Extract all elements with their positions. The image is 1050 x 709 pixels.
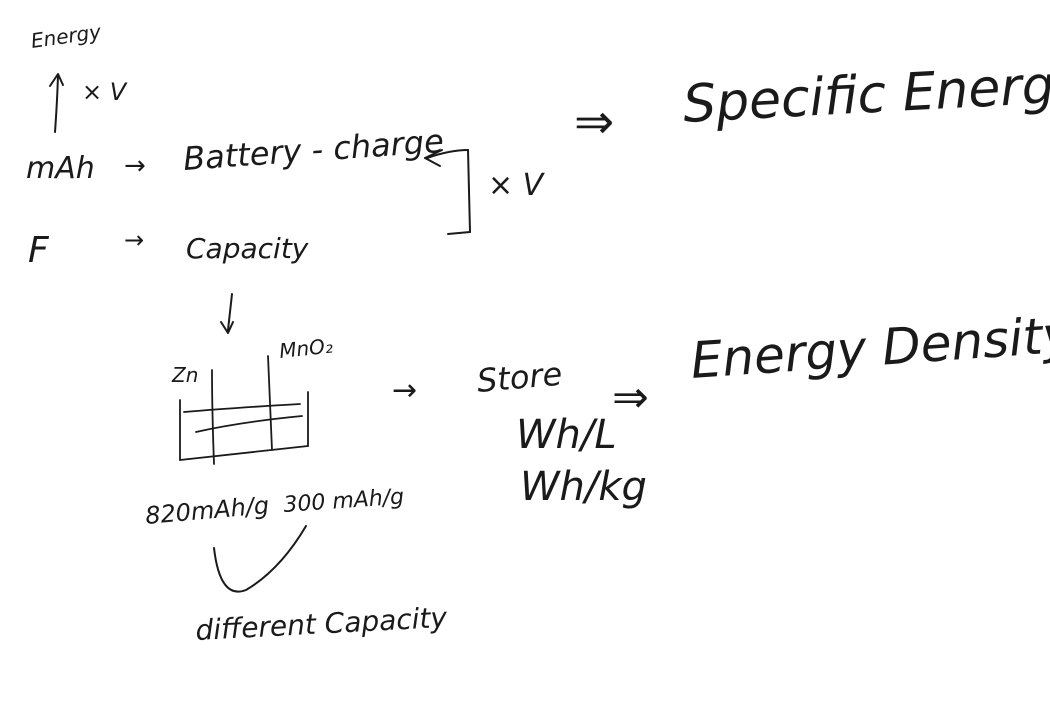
implies-arrow-1: ⇒ [574,94,614,150]
farad-label: F [28,230,50,271]
capacity-connector [213,525,307,593]
wh-per-kg-label: Wh/kg [520,464,647,510]
capacity-label: Capacity [186,232,309,265]
arrow-mah-to-battery: → [124,151,146,181]
battery-charge-label: Battery - charge [182,122,445,178]
times-v-bracket-label: × V [488,168,546,203]
bracket-arrow [424,149,471,235]
arrow-f-to-capacity: → [124,226,144,254]
zn-label: Zn [171,363,198,387]
arrow-cell-to-store: → [392,373,417,408]
down-arrow-icon [220,293,234,334]
mah-label: mAh [26,151,95,186]
times-v-top-label: × V [82,78,128,106]
mno2-capacity-label: 300 mAh/g [283,485,405,518]
zn-capacity-label: 820mAh/g [144,491,270,530]
battery-cell-sketch [179,355,309,465]
mno2-label: MnO₂ [278,333,334,362]
different-capacity-label: different Capacity [195,601,449,647]
up-arrow-icon [49,73,64,133]
energy-label: Energy [29,19,103,53]
specific-energy-label: Specific Energy [682,54,1050,135]
wh-per-l-label: Wh/L [516,412,617,458]
energy-density-label: Energy Density [689,305,1050,390]
store-label: Store [475,355,563,400]
implies-arrow-2: ⇒ [612,372,649,423]
